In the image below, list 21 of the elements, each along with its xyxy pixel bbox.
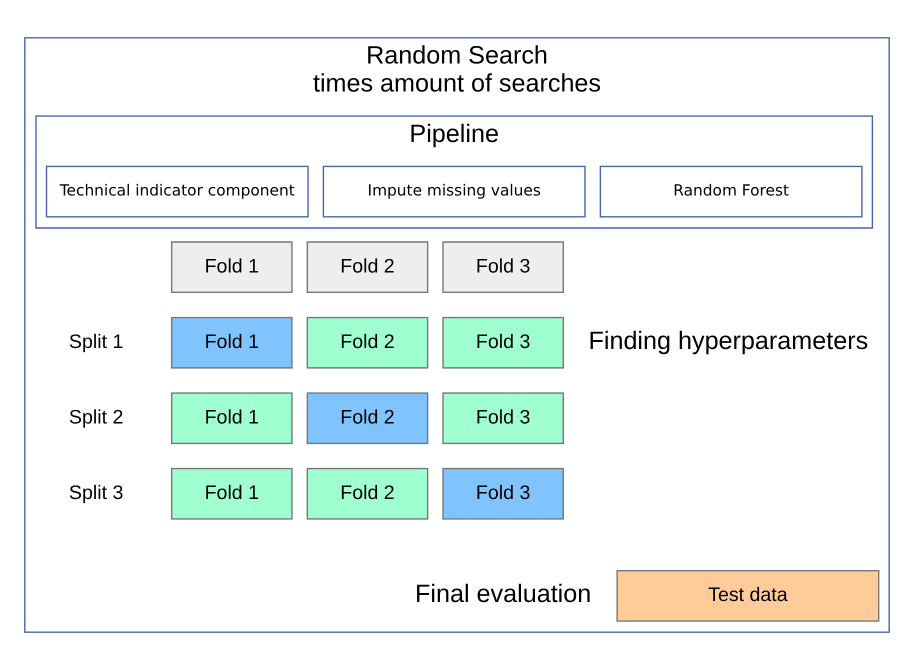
node-box: Fold 2: [306, 241, 428, 294]
label: Final evaluation: [415, 580, 592, 608]
node-box: Fold 3: [442, 241, 564, 294]
node-box: Fold 2: [306, 316, 428, 369]
node-box: Test data: [616, 570, 880, 622]
node-box: Fold 3: [442, 316, 564, 369]
label: Finding hyperparameters: [588, 326, 868, 355]
node-box: Fold 1: [170, 241, 293, 294]
node-box: Fold 2: [306, 468, 428, 520]
node-box: Technical indicator component: [46, 166, 309, 218]
node-box: Fold 1: [170, 316, 293, 369]
node-box: Impute missing values: [322, 166, 586, 218]
label: Split 3: [68, 482, 124, 504]
node-box: Random Forest: [600, 166, 863, 218]
label: Split 1: [68, 330, 124, 353]
node-box: Fold 3: [442, 468, 564, 520]
node-box: Fold 1: [170, 392, 293, 444]
label: Split 2: [68, 406, 124, 428]
node-box: Fold 3: [442, 392, 564, 444]
node-box: Fold 2: [306, 392, 428, 444]
node-box: Fold 1: [170, 468, 293, 520]
